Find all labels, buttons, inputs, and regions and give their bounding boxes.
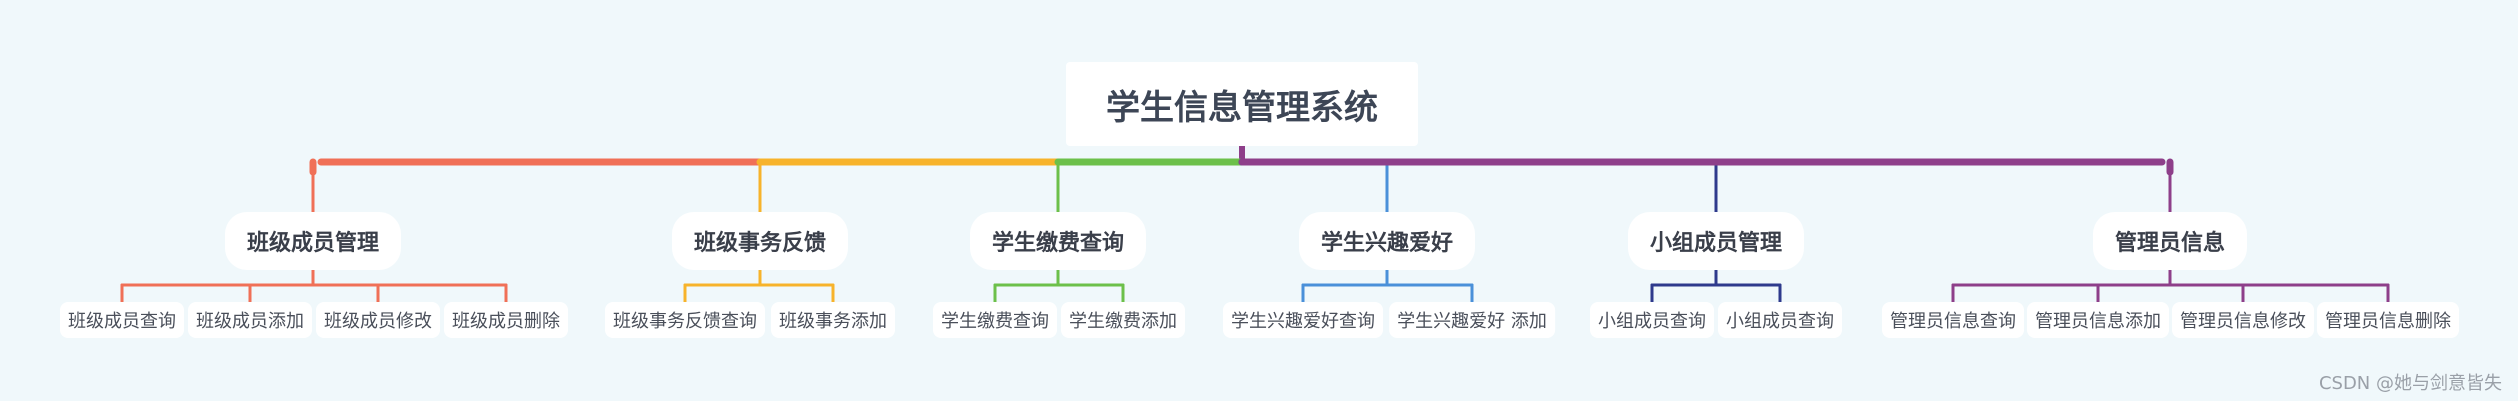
leaf-node[interactable]: 学生缴费添加 bbox=[1061, 302, 1185, 338]
leaf-node[interactable]: 学生缴费查询 bbox=[933, 302, 1057, 338]
leaf-node[interactable]: 班级成员修改 bbox=[316, 302, 440, 338]
branch-node-5[interactable]: 小组成员管理 bbox=[1627, 212, 1805, 270]
branch-node-2[interactable]: 班级事务反馈 bbox=[671, 212, 849, 270]
leaf-node[interactable]: 班级成员查询 bbox=[60, 302, 184, 338]
leaf-node[interactable]: 学生兴趣爱好查询 bbox=[1223, 302, 1383, 338]
leaf-node[interactable]: 管理员信息删除 bbox=[2317, 302, 2459, 338]
leaf-node[interactable]: 班级事务反馈查询 bbox=[605, 302, 765, 338]
branch-node-4[interactable]: 学生兴趣爱好 bbox=[1298, 212, 1476, 270]
root-label: 学生信息管理系统 bbox=[1106, 87, 1378, 128]
leaf-node[interactable]: 管理员信息修改 bbox=[2172, 302, 2314, 338]
branch-node-3[interactable]: 学生缴费查询 bbox=[969, 212, 1147, 270]
leaf-node[interactable]: 班级成员删除 bbox=[444, 302, 568, 338]
leaf-node[interactable]: 小组成员查询 bbox=[1718, 302, 1842, 338]
leaf-node[interactable]: 班级成员添加 bbox=[188, 302, 312, 338]
branch-node-1[interactable]: 班级成员管理 bbox=[224, 212, 402, 270]
branch-node-6[interactable]: 管理员信息 bbox=[2092, 212, 2248, 270]
leaf-node[interactable]: 班级事务添加 bbox=[771, 302, 895, 338]
leaf-node[interactable]: 管理员信息添加 bbox=[2027, 302, 2169, 338]
root-node[interactable]: 学生信息管理系统 bbox=[1066, 62, 1418, 146]
leaf-node[interactable]: 小组成员查询 bbox=[1590, 302, 1714, 338]
leaf-node[interactable]: 管理员信息查询 bbox=[1882, 302, 2024, 338]
leaf-node[interactable]: 学生兴趣爱好 添加 bbox=[1389, 302, 1555, 338]
watermark: CSDN @她与剑意皆失 bbox=[2318, 373, 2502, 394]
